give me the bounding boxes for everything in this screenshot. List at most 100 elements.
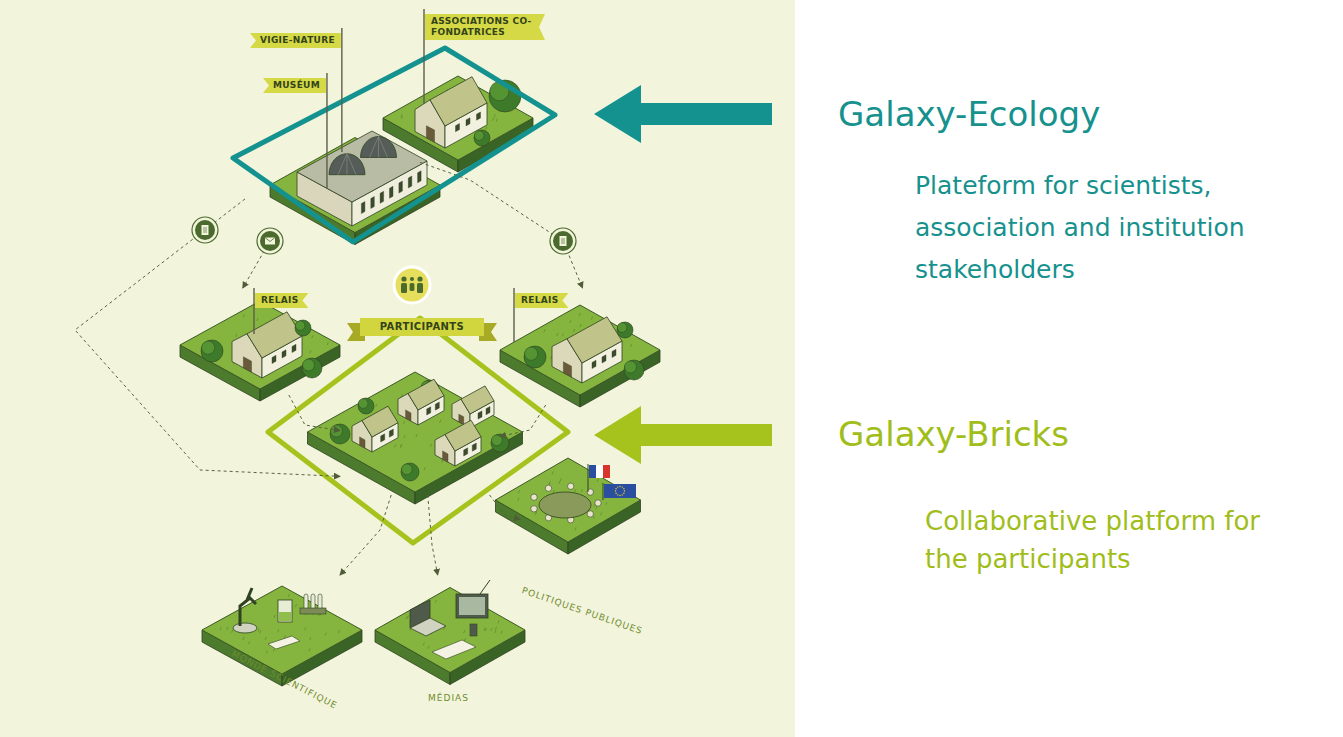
grass-stroke (485, 628, 486, 631)
message-badge (550, 228, 576, 254)
grass-stroke (544, 329, 545, 332)
flag-banner: RELAIS (255, 293, 308, 308)
person-head (401, 276, 406, 281)
grass-stroke (495, 630, 496, 633)
tree-drawing (401, 463, 419, 481)
grass-stroke (593, 516, 594, 519)
dome-rib (378, 136, 379, 157)
grass-stroke (278, 629, 279, 632)
grass-stroke (597, 479, 598, 482)
house-window (427, 407, 431, 415)
grass-stroke (575, 527, 576, 530)
connectors (75, 162, 583, 575)
house-roof (567, 317, 622, 363)
tile-top (180, 301, 340, 389)
tree-crown (474, 130, 490, 146)
house-drawing (452, 386, 494, 428)
house-door (563, 362, 571, 377)
badge-ring (550, 228, 576, 254)
grass-stroke (631, 344, 632, 347)
panel-ground (0, 0, 795, 737)
grass-stroke (327, 342, 328, 345)
tree-crown (331, 425, 343, 437)
grass-stroke (295, 604, 296, 607)
badge-ring (192, 217, 218, 243)
dome-rib (347, 154, 356, 175)
platform-description: Plateform for scientists, association an… (915, 165, 1337, 291)
grass-stroke (338, 630, 339, 633)
flow-connector (420, 162, 583, 288)
grass-stroke (560, 478, 561, 481)
flag-star (615, 493, 616, 494)
grass-stroke (266, 651, 267, 654)
document-line (203, 230, 207, 231)
grass-stroke (273, 648, 274, 651)
grass-stroke (591, 317, 592, 320)
ground-tile (375, 588, 525, 685)
platform-frame: Galaxy-EcologyPlateform for scientists, … (230, 25, 556, 245)
media-tile: MÉDIAS (372, 575, 525, 712)
document-line (561, 243, 565, 244)
grass-stroke (579, 313, 580, 316)
building-window (418, 171, 422, 183)
house-roof (247, 312, 302, 358)
ground-tile (500, 305, 660, 407)
ground-label: POLITIQUES PUBLIQUES (520, 585, 644, 637)
dome-rib (370, 136, 379, 157)
laptop-base (410, 618, 446, 636)
grass-stroke (518, 498, 519, 501)
pointer-arrow (594, 85, 772, 143)
building-window (399, 181, 403, 193)
grass-stroke (265, 637, 266, 640)
envelope-symbol (265, 238, 275, 245)
council-member (595, 500, 601, 506)
document-symbol (202, 225, 209, 235)
flag-stripe (589, 465, 596, 478)
illustration (0, 0, 795, 737)
platform-heading: Galaxy-Ecology (838, 94, 1100, 135)
message-badge (192, 217, 218, 243)
grass-stroke (401, 116, 402, 119)
flag-pole (423, 9, 424, 104)
grass-stroke (484, 628, 485, 631)
tree-crown (491, 434, 509, 452)
house-drawing (232, 312, 302, 378)
grass-stroke (575, 489, 576, 492)
flag-star (623, 493, 624, 494)
tree-crown (358, 399, 368, 409)
tv-antenna (480, 580, 490, 594)
house-roof (430, 77, 487, 126)
grass-stroke (486, 126, 487, 129)
house-window (435, 402, 439, 410)
person-head (410, 277, 414, 281)
grass-stroke (260, 630, 261, 633)
grass-stroke (220, 627, 221, 630)
grass-stroke (404, 421, 405, 424)
beaker-liquid (279, 612, 291, 621)
house-window (272, 355, 276, 363)
house-window (612, 349, 616, 357)
platform-heading: Galaxy-Bricks (838, 414, 1069, 455)
platform-outline (268, 318, 568, 543)
grass-stroke (249, 641, 250, 644)
grass-stroke (258, 628, 259, 631)
ground-label: MÉDIAS (428, 693, 469, 704)
house-door (406, 410, 411, 421)
grass-stroke (312, 335, 313, 338)
tree-crown (302, 358, 322, 378)
grass-stroke (232, 630, 233, 633)
grass-stroke (440, 420, 441, 423)
relay-tile: RELAIS (185, 288, 335, 395)
tile-top (375, 588, 525, 673)
flag-banner: RELAIS (515, 293, 568, 308)
building-window (390, 186, 394, 198)
document-line (203, 232, 207, 233)
tree-crown (330, 424, 350, 444)
grass-stroke (464, 638, 465, 641)
flow-connector (428, 495, 438, 575)
flag-poles (254, 9, 514, 342)
